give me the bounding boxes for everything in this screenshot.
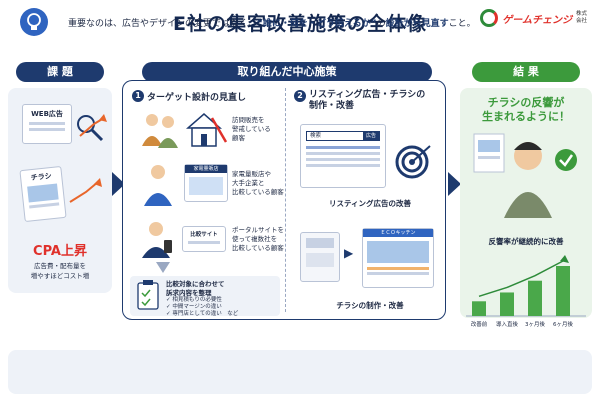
new-flyer-header: ＥＣＯキッチン	[363, 229, 433, 237]
result-headline-1: チラシの反響が	[487, 96, 565, 109]
search-button: 広告	[363, 132, 379, 140]
seg3-l3: 比較している顧客	[232, 244, 284, 252]
issue-desc-1: 広告費・配布量を	[34, 262, 86, 270]
step2-head: 2 リスティング広告・チラシの 制作・改善	[294, 90, 425, 112]
chart-bar	[500, 292, 514, 316]
chart-title: 反響率が継続的に改善	[488, 237, 564, 246]
step1-title: ターゲット設計の見直し	[147, 93, 247, 103]
clipboard-icon	[137, 280, 159, 310]
cpa-text: CPA上昇	[33, 244, 87, 259]
chart-tick-label: 3ヶ月後	[525, 320, 545, 328]
chart-tick-label: 改善前	[471, 320, 488, 328]
check-item-2-label: 中間マージンの違い	[172, 304, 222, 310]
flyer-label: チラシ	[30, 172, 53, 183]
footer-message: 重要なのは、広告やデザインの変更ではなく、“誰に・何を・どう伝えるか”の設計から…	[68, 16, 476, 29]
arrow-down-icon	[156, 262, 170, 273]
seg2-l2: 大手企業と	[232, 179, 265, 187]
seg1-l2: 警戒している	[232, 125, 271, 133]
logo-text: ゲームチェンジ	[502, 14, 572, 26]
flyer-card: チラシ	[19, 165, 67, 223]
issue-desc-2: 増やすほどコスト増	[30, 272, 90, 280]
result-label: 結 果	[472, 62, 580, 82]
trend-up-icon	[69, 178, 102, 203]
store-sign: 家電量販店	[185, 165, 227, 173]
logo-mark-icon	[480, 9, 499, 27]
chart-bar	[528, 280, 542, 316]
magnifier-icon	[77, 114, 107, 142]
seg3-l2: 使って複数社を	[232, 235, 278, 243]
footer-text-a: 重要なのは、広告やデザインの変更ではなく、	[68, 19, 258, 29]
old-flyer-card	[300, 232, 340, 282]
lightbulb-icon	[20, 8, 48, 36]
logo-sub: 株式会社	[576, 11, 588, 24]
listing-caption: リスティング広告の改善	[328, 199, 412, 208]
seg2-l3: 比較している顧客	[232, 188, 284, 196]
search-bar: 検索 広告	[306, 131, 380, 141]
target-icon	[395, 145, 431, 179]
chart-tick-label: 導入直後	[496, 320, 519, 328]
seg3-l1: ポータルサイトを	[232, 226, 284, 234]
couple-icon	[142, 114, 178, 148]
response-rate-chart: 改善前導入直後 3ヶ月後 6ヶ月後	[466, 255, 586, 328]
flyer-caption: チラシの制作・改善	[336, 301, 404, 310]
center-label: 取り組んだ中心施策	[142, 62, 432, 82]
seg2-l1: 家電量販店や	[232, 170, 271, 178]
comparison-site-card: 比較サイト	[182, 226, 226, 252]
issue-label: 課 題	[16, 62, 104, 82]
flyer-photo	[367, 241, 429, 263]
new-flyer-card: ＥＣＯキッチン	[362, 228, 434, 288]
phone-user-icon	[142, 222, 172, 258]
seg1-l3: 顧客	[232, 134, 245, 142]
step2-title: リスティング広告・チラシの 制作・改善	[309, 90, 425, 112]
comparison-site-label: 比較サイト	[190, 232, 218, 238]
listing-ad-window: 検索 広告	[300, 124, 386, 188]
step-divider	[285, 88, 286, 312]
arrow-right-icon	[448, 172, 461, 196]
step2-num: 2	[294, 90, 306, 102]
check-item-3-label: 専門店としての違い など	[172, 311, 239, 317]
footer-text-c: こと。	[448, 19, 476, 29]
check-item-1: ✓ 相見積もりの必要性	[166, 297, 222, 303]
step2-title-1: リスティング広告・チラシの	[309, 90, 426, 100]
result-headline-2: 生まれるように！	[482, 110, 570, 123]
check-item-2: ✓ 中間マージンの違い	[166, 304, 222, 310]
footer-highlight-1: “誰に・何を・どう伝えるか”	[257, 19, 377, 29]
company-logo: ゲームチェンジ 株式会社	[480, 9, 590, 27]
check-item-1-label: 相見積もりの必要性	[172, 297, 222, 303]
page-title: E社の集客改善施策の全体像	[173, 13, 427, 35]
step1-head: 1 ターゲット設計の見直し	[132, 90, 246, 103]
chart-bar	[556, 266, 570, 316]
search-word: 検索	[310, 133, 322, 139]
appeal-title-1: 比較対象に合わせて	[166, 280, 225, 288]
seg1-l1: 訪問販売を	[232, 116, 265, 124]
footer-box	[8, 350, 592, 394]
store-icon: 家電量販店	[184, 164, 228, 202]
chart-trend-line	[478, 260, 564, 298]
house-icon	[27, 183, 59, 203]
appeal-title-2: 訴求内容を整理	[166, 289, 212, 297]
chart-tick-label: 6ヶ月後	[553, 320, 573, 328]
step2-title-2: 制作・改善	[309, 101, 355, 111]
arrow-right-icon	[112, 172, 125, 196]
web-ad-label: WEB広告	[31, 110, 63, 118]
footer-highlight-2: 設計から見直す	[385, 19, 449, 29]
chart-trend-arrowhead	[560, 255, 569, 263]
chart-bar	[472, 301, 486, 316]
step1-num: 1	[132, 90, 144, 102]
web-ad-monitor: WEB広告	[22, 104, 72, 144]
check-item-3: ✓ 専門店としての違い など	[166, 311, 239, 317]
house-warning-icon	[186, 113, 228, 147]
shopper-icon	[144, 165, 172, 206]
arrow-right-small-icon: ▶	[344, 246, 354, 260]
footer-text-b: の	[376, 19, 386, 29]
happy-man-icon	[473, 133, 577, 218]
